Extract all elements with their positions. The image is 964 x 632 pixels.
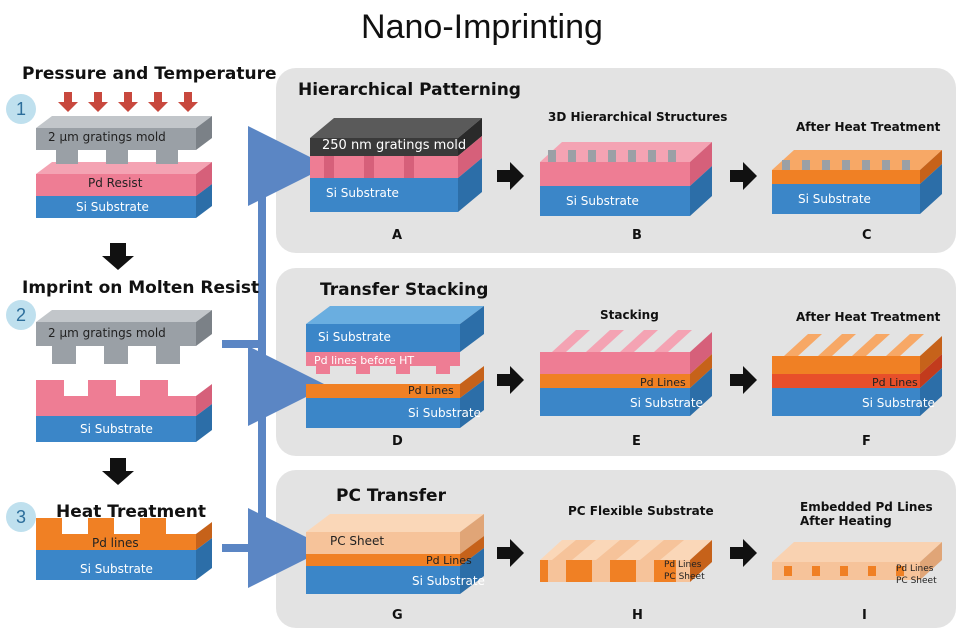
step1-number: 1 [6, 94, 36, 124]
label-e: E [632, 434, 641, 449]
h-sheet-label: PC Sheet [664, 572, 705, 582]
f-caption: After Heat Treatment [796, 310, 941, 324]
step2-heading: Imprint on Molten Resist [22, 278, 260, 298]
down-arrows [102, 243, 134, 485]
i-caption-2: After Heating [800, 514, 892, 528]
stack-f [772, 334, 942, 416]
arrow-a-b [497, 162, 524, 190]
transfer-heading: Transfer Stacking [320, 280, 489, 300]
b-caption: 3D Hierarchical Structures [548, 110, 728, 124]
c-substrate-label: Si Substrate [798, 192, 871, 206]
step2-substrate-label: Si Substrate [80, 422, 153, 436]
stack-g [306, 514, 484, 594]
process-arrows [497, 162, 757, 567]
arrow-e-f [730, 366, 757, 394]
step2-mold-label: 2 µm gratings mold [48, 326, 166, 340]
f-substrate-label: Si Substrate [862, 396, 935, 410]
h-caption: PC Flexible Substrate [568, 504, 714, 518]
stack-c [772, 150, 942, 214]
stack-h [540, 540, 712, 582]
arrow-g-h [497, 539, 524, 567]
b-substrate-label: Si Substrate [566, 194, 639, 208]
d-before-ht-label: Pd lines before HT [314, 354, 415, 367]
down-arrow-2 [102, 458, 134, 485]
pc-heading: PC Transfer [336, 486, 446, 506]
stack-i [772, 542, 942, 580]
stack-e [540, 330, 712, 416]
step2-stack [36, 310, 212, 442]
step3-lines-label: Pd lines [92, 536, 139, 550]
step1-heading: Pressure and Temperature [22, 64, 277, 84]
arrow-d-e [497, 366, 524, 394]
step1-stack [36, 116, 212, 218]
arrow-h-i [730, 539, 757, 567]
e-caption: Stacking [600, 308, 659, 322]
i-lines-label: Pd Lines [896, 564, 934, 574]
stack-b [540, 142, 712, 216]
label-a: A [392, 228, 403, 243]
a-mold-label: 250 nm gratings mold [322, 138, 467, 153]
step1-substrate-label: Si Substrate [76, 200, 149, 214]
label-f: F [862, 434, 871, 449]
d-pd-lines-label: Pd Lines [408, 384, 454, 397]
label-g: G [392, 608, 403, 623]
e-substrate-label: Si Substrate [630, 396, 703, 410]
stack-d [306, 306, 484, 428]
label-i: I [862, 608, 867, 623]
g-substrate-label: Si Substrate [412, 574, 485, 588]
step2-number: 2 [6, 300, 36, 330]
hierarchical-heading: Hierarchical Patterning [298, 80, 521, 100]
c-caption: After Heat Treatment [796, 120, 941, 134]
figure-title: Nano-Imprinting [361, 8, 603, 46]
i-sheet-label: PC Sheet [896, 576, 937, 586]
g-pd-lines-label: Pd Lines [426, 554, 472, 567]
label-h: H [632, 608, 643, 623]
d-substrate-label: Si Substrate [408, 406, 481, 420]
down-arrow-1 [102, 243, 134, 270]
label-d: D [392, 434, 403, 449]
step3-stack [36, 518, 212, 580]
connector-to-hierarchical [222, 126, 328, 348]
step3-heading: Heat Treatment [56, 502, 206, 522]
g-sheet-label: PC Sheet [330, 534, 385, 548]
step3-substrate-label: Si Substrate [80, 562, 153, 576]
step3-number: 3 [6, 502, 36, 532]
h-lines-label: Pd Lines [664, 560, 702, 570]
label-b: B [632, 228, 642, 243]
connector-arrows [222, 126, 328, 588]
step1-mold-label: 2 µm gratings mold [48, 130, 166, 144]
a-substrate-label: Si Substrate [326, 186, 399, 200]
label-c: C [862, 228, 872, 243]
arrow-b-c [730, 162, 757, 190]
step1-resist-label: Pd Resist [88, 176, 143, 190]
pressure-arrows [58, 92, 198, 112]
e-lines-label: Pd Lines [640, 376, 686, 389]
stack-a [310, 118, 482, 212]
d-top-substrate-label: Si Substrate [318, 330, 391, 344]
i-caption-1: Embedded Pd Lines [800, 500, 933, 514]
f-lines-label: Pd Lines [872, 376, 918, 389]
